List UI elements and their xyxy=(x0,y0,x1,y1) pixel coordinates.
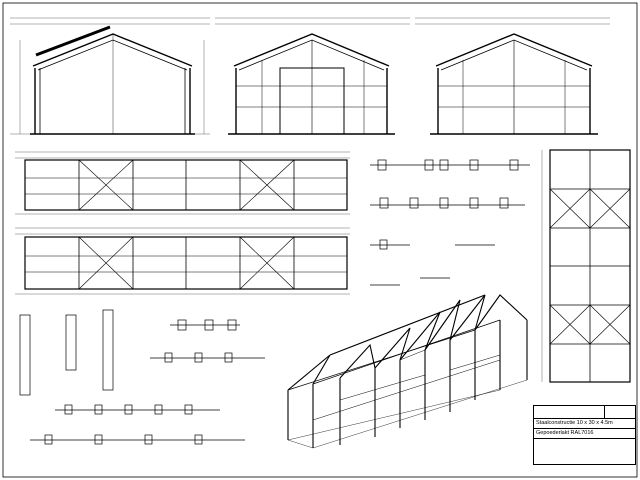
isometric-frame-3d xyxy=(287,294,528,449)
title-block: Staalconstructie 10 x 30 x 4.5m Gepoeder… xyxy=(533,405,636,465)
title-block-separator xyxy=(534,428,635,429)
gable-elevation-middle xyxy=(215,17,410,135)
gable-elevation-right xyxy=(415,17,610,135)
side-elevation-lower xyxy=(15,227,350,295)
title-block-project: Staalconstructie 10 x 30 x 4.5m xyxy=(536,420,613,426)
side-elevation-upper xyxy=(15,151,350,215)
title-block-finish: Gepoederlakt RAL7016 xyxy=(536,430,594,436)
column-details xyxy=(19,309,265,445)
connection-details xyxy=(370,159,530,286)
title-block-separator xyxy=(534,438,635,439)
gable-elevation-left xyxy=(10,17,210,135)
title-block-divider xyxy=(604,406,605,418)
title-block-separator xyxy=(534,418,635,419)
roof-plan xyxy=(541,149,631,383)
